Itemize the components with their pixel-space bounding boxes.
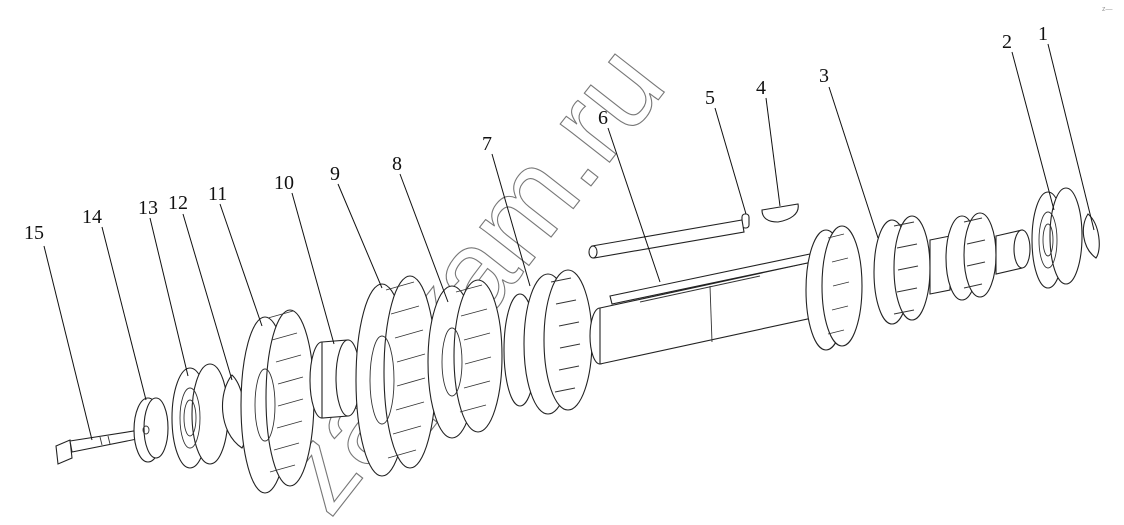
part-14-cap: [133, 397, 169, 463]
callout-2: 2: [1002, 31, 1012, 53]
part-11-gear: [240, 309, 315, 494]
part-15-bolt: [55, 429, 143, 465]
callout-7: 7: [482, 133, 492, 155]
part-13-bearing: [171, 363, 229, 469]
callout-1: 1: [1038, 23, 1048, 45]
part-8-gear: [427, 279, 503, 439]
part-2-bearing: [1031, 187, 1083, 289]
callout-6: 6: [598, 107, 608, 129]
callout-11: 11: [208, 183, 227, 205]
part-9-gear: [355, 275, 437, 477]
shaft-key-rod: [588, 219, 745, 259]
callout-labels: 1 2 3 4 5 6 7 8 9 10 11 12 13 14 15: [24, 23, 1048, 244]
part-1-snap-ring: [1082, 213, 1100, 259]
part-3-gear-cluster: [873, 212, 1031, 325]
callout-10: 10: [274, 172, 294, 194]
part-7-gear: [503, 269, 593, 415]
callout-15: 15: [24, 222, 44, 244]
leader-lines: [43, 43, 1095, 441]
callout-3: 3: [819, 65, 829, 87]
corner-mark: z—: [1102, 6, 1113, 13]
callout-5: 5: [705, 87, 715, 109]
callout-8: 8: [392, 153, 402, 175]
callout-9: 9: [330, 163, 340, 185]
part-6-shaft: [589, 253, 813, 365]
callout-4: 4: [756, 77, 766, 99]
watermark-text: zapkam.ru: [246, 21, 689, 525]
callout-13: 13: [138, 197, 158, 219]
shaft-gear: [805, 225, 863, 351]
part-10-sleeve: [309, 339, 361, 419]
callout-12: 12: [168, 192, 188, 214]
part-4-key: [761, 203, 799, 223]
callout-14: 14: [82, 206, 102, 228]
